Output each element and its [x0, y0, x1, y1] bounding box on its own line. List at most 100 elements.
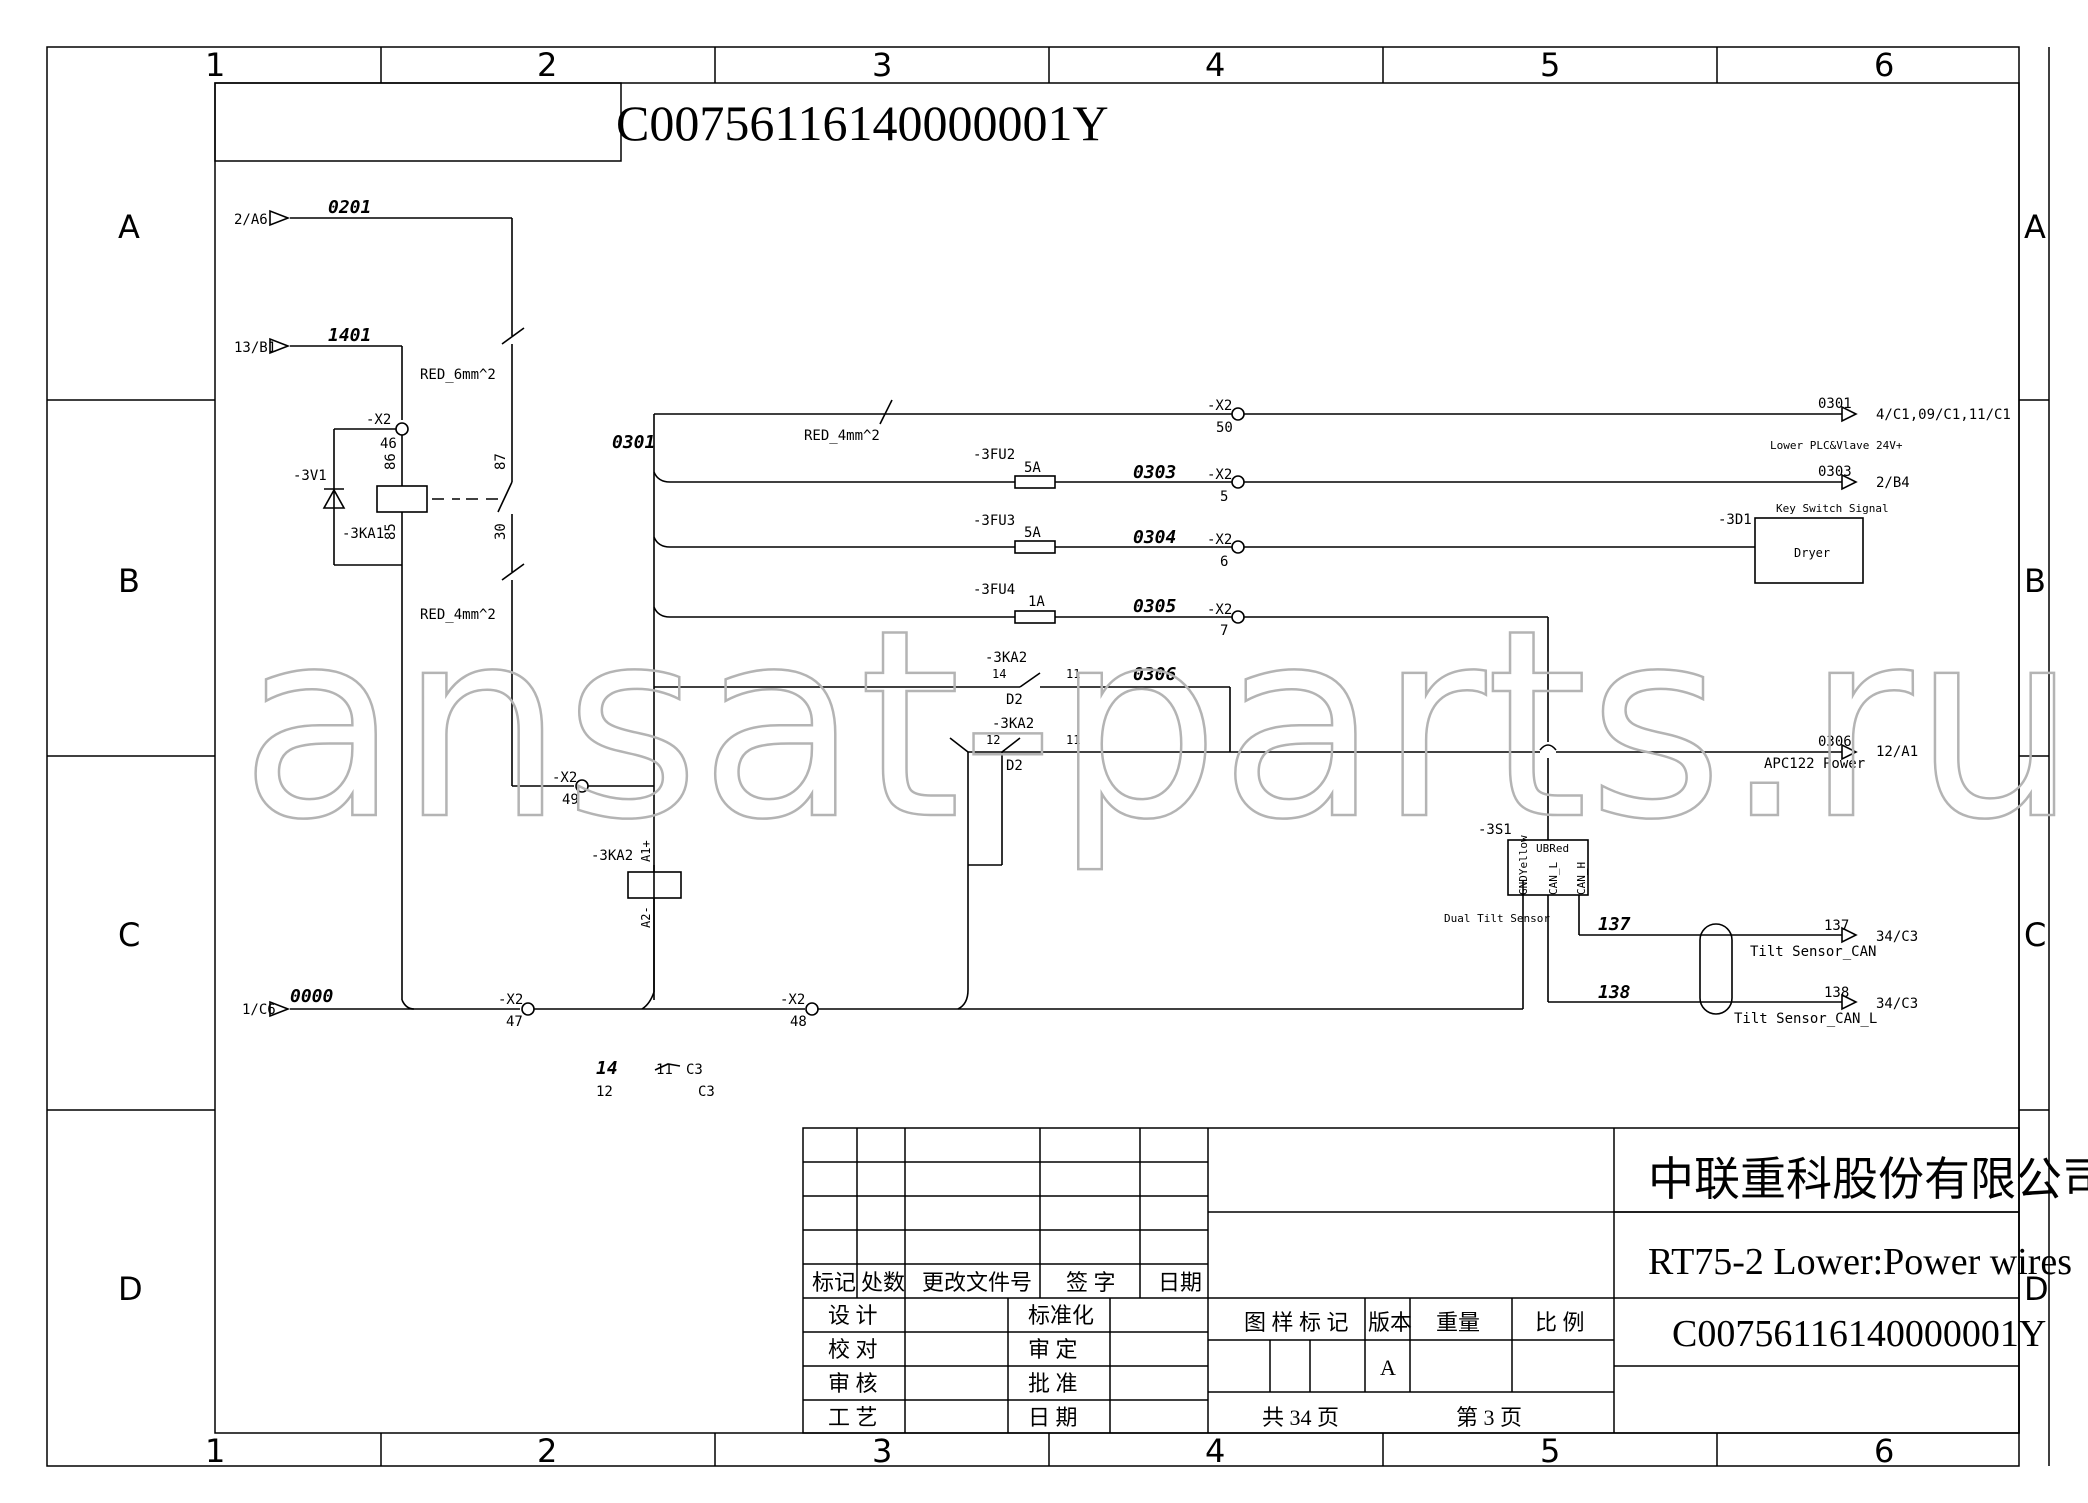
tag-x2-46: -X2	[366, 412, 391, 428]
company-name: 中联重科股份有限公司	[1648, 1154, 2088, 1205]
svg-text:48: 48	[790, 1014, 807, 1030]
grid-col-3-bottom: 3	[872, 1432, 892, 1470]
svg-text:C3: C3	[698, 1084, 715, 1100]
svg-text:-3KA2: -3KA2	[985, 650, 1027, 666]
grid-row-a-left: A	[118, 208, 140, 246]
svg-text:C3: C3	[686, 1062, 703, 1078]
svg-text:138: 138	[1824, 985, 1849, 1001]
svg-text:处数: 处数	[861, 1270, 905, 1295]
svg-text:14: 14	[992, 667, 1006, 681]
svg-text:12: 12	[986, 733, 1000, 747]
grid-row-c-left: C	[118, 916, 140, 954]
svg-text:版本: 版本	[1368, 1310, 1412, 1335]
drawing-title: RT75-2 Lower:Power wires	[1648, 1241, 2072, 1283]
svg-text:34/C3: 34/C3	[1876, 996, 1918, 1012]
svg-text:GNDYellow: GNDYellow	[1517, 835, 1530, 895]
grid-col-6-bottom: 6	[1874, 1432, 1894, 1470]
wire-0304: 0304	[1133, 527, 1176, 548]
grid-col-1-bottom: 1	[205, 1432, 225, 1470]
wire-0303: 0303	[1133, 462, 1176, 483]
svg-text:日 期: 日 期	[1028, 1405, 1078, 1430]
svg-text:日期: 日期	[1158, 1270, 1202, 1295]
label-red4a: RED_4mm^2	[420, 607, 496, 623]
ref-12a1: 12/A1	[1876, 744, 1918, 760]
svg-text:0303: 0303	[1818, 464, 1852, 480]
svg-text:A1+: A1+	[639, 840, 653, 862]
svg-text:0301: 0301	[1818, 396, 1852, 412]
doc-number: C00756116140000001Y	[1672, 1313, 2046, 1355]
label-lower-plc: Lower PLC&Vlave 24V+	[1770, 439, 1903, 452]
svg-text:标准化: 标准化	[1028, 1303, 1094, 1328]
svg-text:85: 85	[383, 523, 399, 540]
svg-text:1A: 1A	[1028, 594, 1045, 610]
svg-text:30: 30	[493, 523, 509, 540]
svg-text:批 准: 批 准	[1028, 1371, 1078, 1396]
svg-text:6: 6	[1220, 554, 1228, 570]
ref-2a6: 2/A6	[234, 212, 268, 228]
xref-14: 14	[596, 1058, 618, 1079]
grid-row-b-left: B	[118, 562, 140, 600]
svg-text:137: 137	[1824, 918, 1849, 934]
svg-text:图 样 标 记: 图 样 标 记	[1244, 1310, 1349, 1335]
svg-text:47: 47	[506, 1014, 523, 1030]
label-dryer: Dryer	[1794, 546, 1830, 560]
svg-text:校 对: 校 对	[828, 1337, 878, 1362]
svg-text:更改文件号: 更改文件号	[922, 1270, 1032, 1295]
grid-col-3-top: 3	[872, 46, 892, 84]
svg-text:50: 50	[1216, 420, 1233, 436]
grid-row-c-right: C	[2024, 916, 2046, 954]
svg-text:D2: D2	[1006, 692, 1023, 708]
svg-text:C00756116140000001Y: C00756116140000001Y	[616, 95, 1109, 151]
version-value: A	[1380, 1355, 1396, 1380]
svg-text:87: 87	[493, 453, 509, 470]
ref-1c6: 1/C6	[242, 1002, 276, 1018]
svg-text:CAN_L: CAN_L	[1547, 862, 1560, 895]
svg-text:-X2: -X2	[552, 770, 577, 786]
label-apc-power: APC122 Power	[1764, 756, 1865, 772]
grid-row-b-right: B	[2024, 562, 2046, 600]
grid-col-4-top: 4	[1205, 46, 1225, 84]
grid-row-d-left: D	[118, 1270, 143, 1308]
svg-text:5: 5	[1220, 489, 1228, 505]
wire-0000: 0000	[290, 986, 334, 1007]
tag-3v1: -3V1	[293, 468, 327, 484]
tag-3ka1: -3KA1	[342, 526, 384, 542]
grid-col-2-top: 2	[537, 46, 557, 84]
wiring	[269, 209, 1864, 1071]
svg-text:-X2: -X2	[780, 992, 805, 1008]
tag-3fu3: -3FU3	[973, 513, 1015, 529]
svg-text:86: 86	[383, 453, 399, 470]
svg-text:A2-: A2-	[639, 906, 653, 928]
wire-0301: 0301	[612, 432, 655, 453]
tag-3fu4: -3FU4	[973, 582, 1015, 598]
svg-text:0306: 0306	[1818, 734, 1852, 750]
wire-138: 138	[1598, 982, 1631, 1003]
svg-text:12: 12	[596, 1084, 613, 1100]
svg-text:Tilt Sensor_CAN_L: Tilt Sensor_CAN_L	[1734, 1011, 1877, 1027]
svg-text:重量: 重量	[1436, 1310, 1480, 1335]
svg-text:D2: D2	[1006, 758, 1023, 774]
grid-row-d-right: D	[2024, 1270, 2049, 1308]
page-number: 第 3 页	[1456, 1405, 1522, 1430]
svg-text:工 艺: 工 艺	[828, 1405, 878, 1430]
svg-text:设 计: 设 计	[828, 1303, 878, 1328]
svg-text:审 核: 审 核	[828, 1371, 878, 1396]
svg-text:-3KA2: -3KA2	[992, 716, 1034, 732]
schematic-labels: 2/A6 0201 13/B1 1401 -X2 46 -3V1 -3KA1 8…	[234, 197, 2011, 1100]
svg-text:11: 11	[1066, 733, 1080, 747]
label-red4b: RED_4mm^2	[804, 428, 880, 444]
tag-3s1: -3S1	[1478, 822, 1512, 838]
svg-text:-X2: -X2	[498, 992, 523, 1008]
label-dual-tilt-sensor: Dual Tilt Sensor	[1444, 912, 1550, 925]
svg-text:11: 11	[1066, 667, 1080, 681]
tag-3d1: -3D1	[1718, 512, 1752, 528]
grid-col-2-bottom: 2	[537, 1432, 557, 1470]
svg-text:签 字: 签 字	[1066, 1270, 1116, 1295]
title-block	[802, 1127, 2020, 1434]
ref-2b4: 2/B4	[1876, 475, 1910, 491]
wire-1401: 1401	[328, 325, 371, 346]
grid-col-5-top: 5	[1540, 46, 1560, 84]
tag-3fu2: -3FU2	[973, 447, 1015, 463]
ref-4c: 4/C1,09/C1,11/C1	[1876, 407, 2011, 423]
